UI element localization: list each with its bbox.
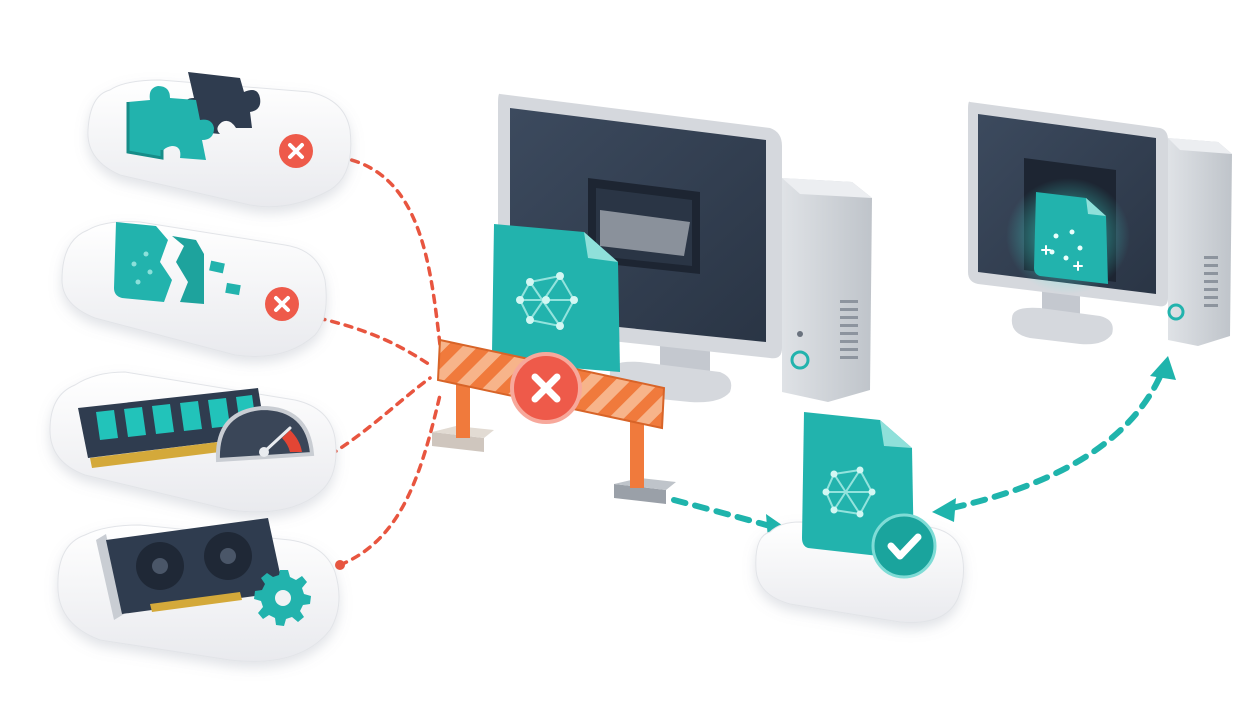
error-x-icon xyxy=(279,134,313,168)
failure-paths xyxy=(316,155,442,567)
arrow-to-target xyxy=(1150,356,1176,380)
checkmark-icon xyxy=(871,513,937,579)
success-paths xyxy=(671,369,1165,529)
puzzle-pieces-icon xyxy=(126,72,261,160)
path-file-to-barrier xyxy=(316,316,432,367)
gear-icon xyxy=(254,570,311,626)
path-memory-to-barrier xyxy=(328,376,432,457)
broken-file-icon xyxy=(114,222,241,304)
path-puzzle-to-barrier xyxy=(336,155,442,347)
graphics-card-icon xyxy=(96,518,284,620)
path-barrier-to-result xyxy=(671,497,773,529)
network-file-icon xyxy=(492,224,620,372)
error-x-icon xyxy=(265,287,299,321)
glowing-file-icon xyxy=(1006,178,1130,294)
path-gpu-to-barrier xyxy=(338,393,442,567)
speed-gauge-icon xyxy=(215,405,315,463)
desktop-computer-icon xyxy=(498,93,872,403)
error-x-icon xyxy=(510,352,582,424)
path-result-to-target xyxy=(949,369,1165,511)
arrow-to-result-file xyxy=(932,498,956,522)
path-endpoints xyxy=(313,152,345,570)
